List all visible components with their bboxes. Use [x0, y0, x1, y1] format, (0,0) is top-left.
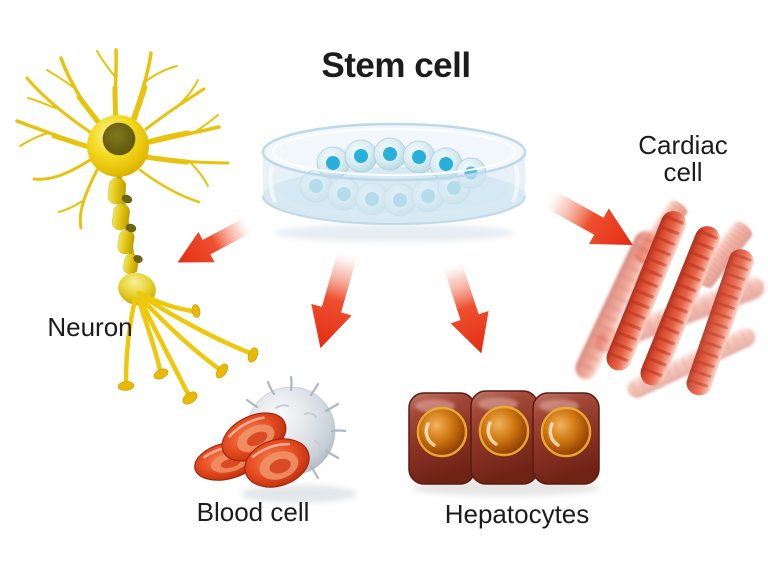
- arrow-to-blood-cell: [300, 246, 369, 354]
- arrow-to-cardiac-cell: [538, 180, 643, 263]
- title-stem-cell: Stem cell: [321, 46, 471, 85]
- blood-cells-icon: [194, 375, 357, 503]
- arrow-to-hepatocytes: [433, 256, 501, 360]
- label-cardiac-cell: Cardiac cell: [638, 132, 728, 186]
- label-hepatocytes: Hepatocytes: [444, 499, 590, 529]
- arrow-to-neuron: [169, 208, 259, 278]
- neuron-icon: [15, 48, 259, 405]
- dendrites: [15, 48, 230, 230]
- terminal-boutons: [117, 304, 259, 405]
- axon-terminals: [123, 290, 253, 397]
- dish-rim: [261, 122, 527, 182]
- neuron-axon: [107, 175, 156, 306]
- neuron-nucleus: [102, 122, 136, 156]
- red-blood-cells: [194, 412, 310, 488]
- petri-dish-with-stem-cells-icon: [261, 122, 527, 242]
- dish-front-glass: [263, 152, 525, 224]
- hepatocyte-cells-icon: [408, 390, 601, 496]
- label-neuron: Neuron: [47, 312, 133, 342]
- dish-shadow: [274, 224, 514, 242]
- label-cardiac-line2: cell: [663, 157, 703, 187]
- hepatocyte-nuclei: [416, 405, 592, 458]
- blood-shadow: [241, 485, 357, 503]
- label-blood-cell: Blood cell: [196, 497, 310, 527]
- label-cardiac-line1: Cardiac: [638, 130, 728, 160]
